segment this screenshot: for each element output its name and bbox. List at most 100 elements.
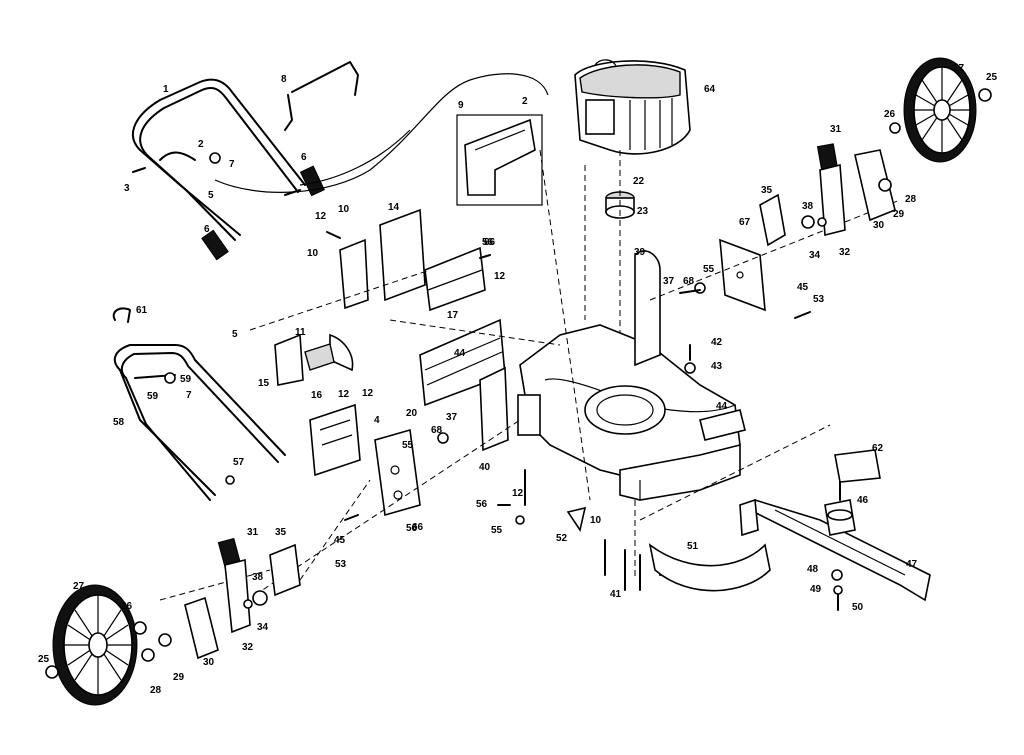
- discharge-chute: [456, 114, 543, 206]
- blade-assembly: [566, 449, 931, 602]
- part-label: 30: [203, 657, 215, 668]
- front-axle-bracket-left: [374, 428, 421, 517]
- rear-door: [419, 246, 506, 407]
- part-label: 6: [301, 152, 307, 163]
- part-label: 34: [257, 622, 269, 633]
- part-label: 55: [491, 525, 503, 536]
- part-label: 50: [852, 602, 864, 613]
- part-label: 5: [208, 190, 214, 201]
- part-label: 44: [454, 348, 466, 359]
- part-label: 40: [479, 462, 491, 473]
- part-label: 66: [412, 522, 424, 533]
- engine: [574, 59, 691, 155]
- part-label: 42: [711, 337, 723, 348]
- part-label: 12: [315, 211, 327, 222]
- part-label: 25: [38, 654, 50, 665]
- part-label: 9: [458, 100, 464, 111]
- part-label: 35: [761, 185, 773, 196]
- right-side-brackets: [634, 238, 766, 367]
- axle-arms: [184, 149, 896, 660]
- part-label: 29: [173, 672, 185, 683]
- cable-grips: [201, 165, 325, 261]
- part-label: 59: [147, 391, 159, 402]
- part-label: 25: [986, 72, 998, 83]
- part-label: 56: [476, 499, 488, 510]
- upper-handle: [131, 78, 306, 241]
- rear-height-brackets: [274, 208, 426, 386]
- part-label: 28: [150, 685, 162, 696]
- part-label: 12: [512, 488, 524, 499]
- part-label: 23: [637, 206, 649, 217]
- part-label: 53: [335, 559, 347, 570]
- part-label: 55: [703, 264, 715, 275]
- part-label: 68: [683, 276, 695, 287]
- part-label: 5: [232, 329, 238, 340]
- throttle-cable: [214, 73, 549, 193]
- part-label: 62: [872, 443, 884, 454]
- part-label: 55: [402, 440, 414, 451]
- hardware: [45, 88, 992, 679]
- part-label: 38: [802, 201, 814, 212]
- part-label: 7: [229, 159, 235, 170]
- part-label: 17: [447, 310, 459, 321]
- part-label: 47: [906, 559, 918, 570]
- part-label: 12: [338, 389, 350, 400]
- part-label: 57: [233, 457, 245, 468]
- part-label: 37: [663, 276, 675, 287]
- cable-hook: [112, 307, 131, 323]
- part-label: 3: [124, 183, 130, 194]
- part-label: 67: [739, 217, 751, 228]
- part-label: 12: [494, 271, 506, 282]
- part-label: 58: [113, 417, 125, 428]
- part-label: 39: [634, 247, 646, 258]
- part-label: 22: [633, 176, 645, 187]
- part-label: 32: [839, 247, 851, 258]
- pulley: [605, 191, 635, 219]
- part-label: 12: [362, 388, 374, 399]
- part-label: 45: [334, 535, 346, 546]
- part-label: 10: [590, 515, 602, 526]
- part-label: 26: [121, 601, 133, 612]
- part-label: 37: [446, 412, 458, 423]
- plate: [309, 403, 361, 477]
- part-label: 8: [281, 74, 287, 85]
- part-label: 7: [186, 390, 192, 401]
- part-label: 38: [252, 572, 264, 583]
- control-rod: [284, 61, 359, 131]
- part-label: 26: [884, 109, 896, 120]
- part-label: 43: [711, 361, 723, 372]
- part-label: 31: [830, 124, 842, 135]
- part-label: 10: [338, 204, 350, 215]
- part-label: 64: [704, 84, 716, 95]
- part-label: 27: [73, 581, 85, 592]
- part-label: 27: [953, 63, 965, 74]
- wheel-right-rear: [903, 57, 977, 163]
- part-label: 41: [610, 589, 622, 600]
- wheel-left-front: [52, 584, 138, 706]
- part-label: 2: [522, 96, 528, 107]
- part-label: 31: [247, 527, 259, 538]
- part-label: 68: [431, 425, 443, 436]
- part-label: 20: [406, 408, 418, 419]
- part-label: 56: [406, 523, 418, 534]
- part-labels: 1 2 2 3 4 5 5 6 6 7 7 8 9 10 10 10 11 12…: [38, 63, 998, 696]
- part-label: 52: [556, 533, 568, 544]
- part-label: 34: [809, 250, 821, 261]
- part-label: 11: [295, 327, 306, 338]
- part-label: 32: [242, 642, 254, 653]
- part-label: 14: [388, 202, 400, 213]
- part-label: 28: [905, 194, 917, 205]
- brackets-35: [269, 193, 786, 597]
- part-label: 6: [204, 224, 210, 235]
- part-label: 35: [275, 527, 287, 538]
- part-label: 66: [484, 237, 496, 248]
- center-bracket: [479, 366, 541, 452]
- part-label: 49: [810, 584, 822, 595]
- part-label: 59: [180, 374, 192, 385]
- part-label: 45: [797, 282, 809, 293]
- part-label: 61: [136, 305, 148, 316]
- part-label: 48: [807, 564, 819, 575]
- lower-handle: [113, 344, 286, 501]
- part-label: 53: [813, 294, 825, 305]
